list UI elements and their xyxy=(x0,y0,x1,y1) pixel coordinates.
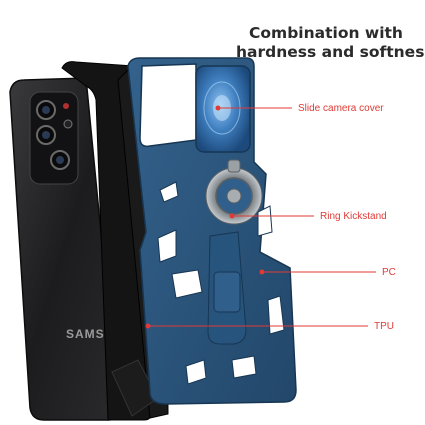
callout-ring-kickstand xyxy=(229,213,314,219)
headline-line-1: Combination with xyxy=(249,24,403,42)
callout-label-tpu: TPU xyxy=(374,321,394,332)
callout-label-slide-camera-cover: Slide camera cover xyxy=(298,103,384,114)
ring-kickstand xyxy=(205,159,263,225)
callout-label-ring-kickstand: Ring Kickstand xyxy=(320,211,387,222)
callout-label-pc: PC xyxy=(382,267,396,278)
pc-case xyxy=(127,57,297,405)
callout-tpu xyxy=(145,323,368,329)
sensor-icon xyxy=(63,119,73,129)
headline-line-2: hardness and softness xyxy=(236,43,425,61)
flash-icon xyxy=(63,103,69,109)
phone-body xyxy=(9,77,153,421)
callout-slide-cover xyxy=(215,105,292,111)
headline: Combination with hardness and softness xyxy=(236,24,425,62)
callout-pc xyxy=(259,269,376,275)
